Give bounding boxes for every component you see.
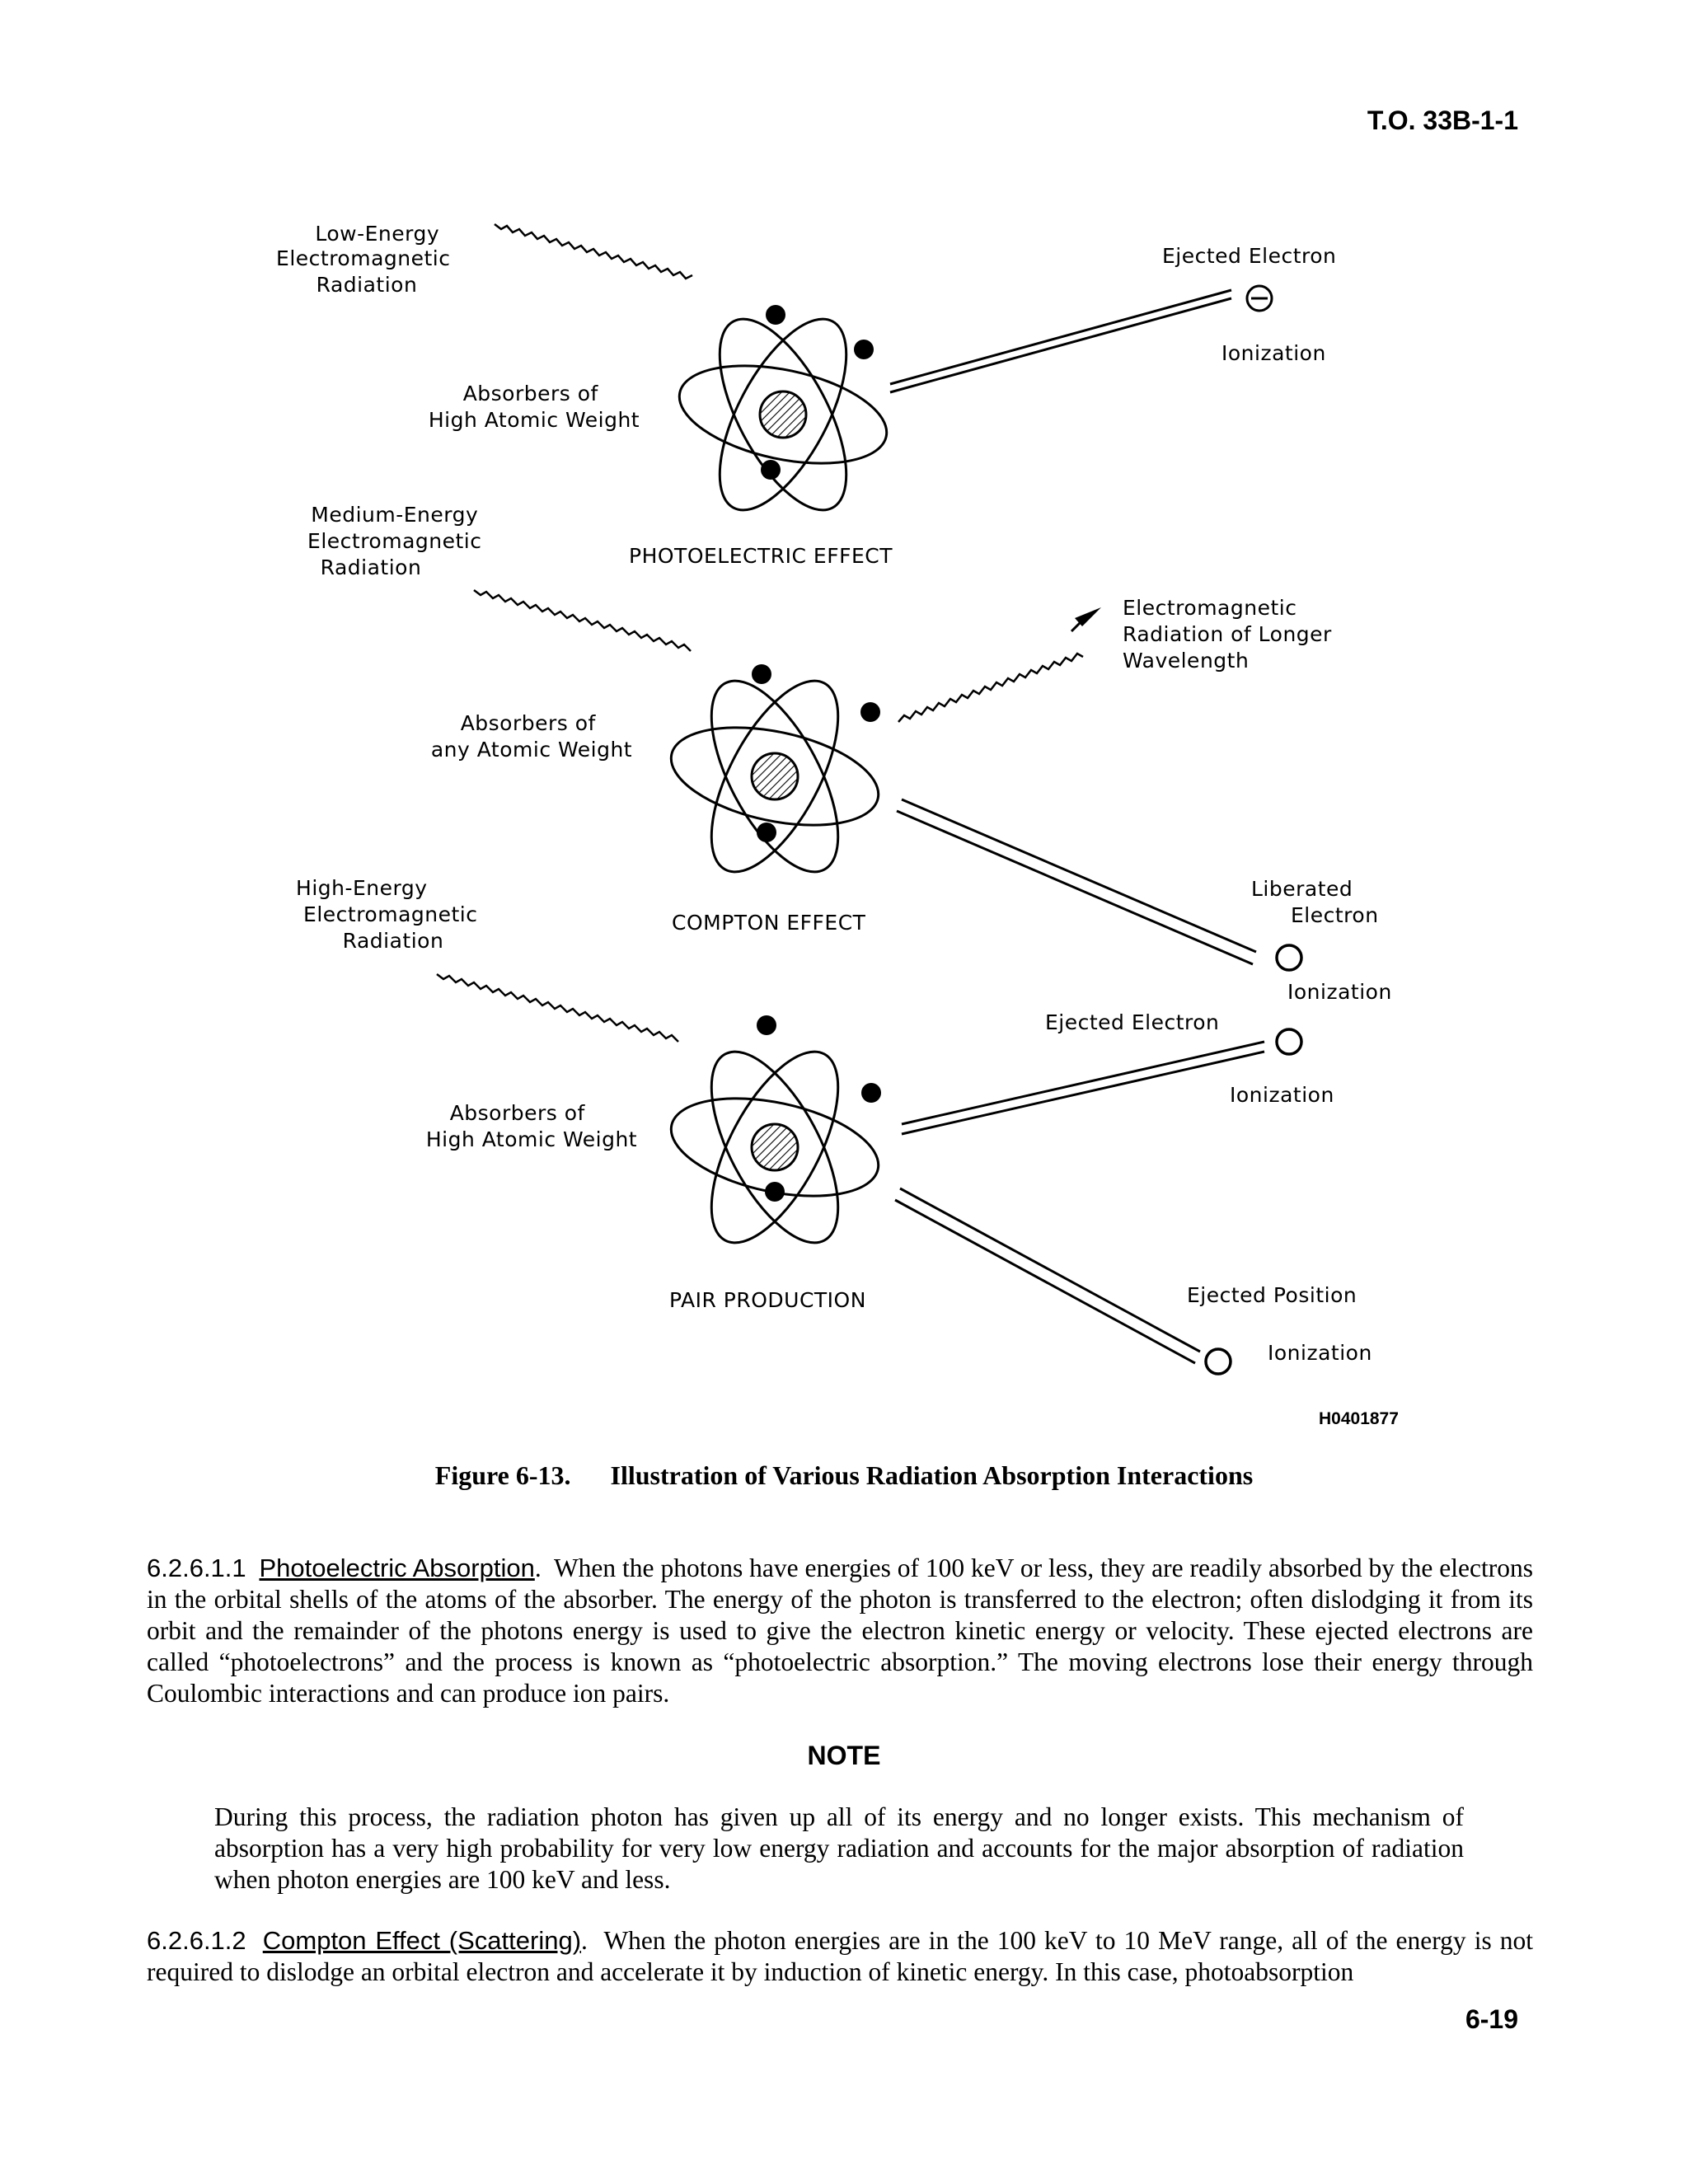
note-text: During this process, the radiation photo…: [214, 1802, 1464, 1894]
ionization-label: Ionization: [1268, 1341, 1372, 1365]
arrow-head: [1075, 607, 1101, 626]
figure-caption: Figure 6-13. Illustration of Various Rad…: [0, 1460, 1688, 1491]
electron-track: [889, 288, 1232, 386]
radiation-absorption-figure: Low-Energy Electromagnetic Radiation Abs…: [276, 222, 1399, 1428]
page-number: 6-19: [1465, 2004, 1518, 2034]
electron-track: [889, 297, 1232, 394]
high-energy-radiation-label: High-Energy Electromagnetic Radiation: [296, 876, 485, 953]
ejected-electron-track: [901, 1050, 1265, 1136]
liberated-electron-track: [896, 809, 1254, 966]
absorbers-high-atomic-weight-label-2: Absorbers of High Atomic Weight: [426, 1101, 637, 1151]
ionization-label: Ionization: [1230, 1083, 1334, 1107]
paragraph-photoelectric-absorption: 6.2.6.1.1 Photoelectric Absorption. When…: [147, 1554, 1534, 1708]
paragraph-number: 6.2.6.1.1: [147, 1554, 246, 1582]
ionization-label: Ionization: [1287, 980, 1392, 1004]
ejected-electron-label: Ejected Electron: [1162, 244, 1336, 268]
paragraph-number: 6.2.6.1.2: [147, 1926, 246, 1955]
electron-dot: [761, 460, 781, 480]
photon-wave-high: [436, 973, 679, 1043]
electron-dot: [860, 702, 880, 722]
paragraph-text: When the photons have energies of 100 ke…: [147, 1554, 1534, 1708]
atom-photoelectric: [669, 299, 897, 530]
liberated-electron-label: Liberated Electron: [1251, 877, 1379, 927]
electron-dot: [757, 1015, 776, 1035]
atom-pair-production: [661, 1032, 889, 1263]
figure-title: Illustration of Various Radiation Absorp…: [610, 1460, 1254, 1490]
document-id: T.O. 33B-1-1: [1367, 105, 1518, 135]
photoelectric-effect-title: PHOTOELECTRIC EFFECT: [629, 544, 893, 568]
pair-production-section: High-Energy Electromagnetic Radiation Ab…: [296, 876, 1372, 1376]
compton-effect-title: COMPTON EFFECT: [672, 911, 866, 935]
medium-energy-radiation-label: Medium-Energy Electromagnetic Radiation: [307, 503, 489, 579]
positron-track: [899, 1187, 1201, 1353]
arrow-tail: [1070, 621, 1081, 633]
positron-icon: [1204, 1347, 1232, 1376]
ejected-electron-icon: [1275, 1028, 1303, 1056]
negative-electron-icon: [1245, 284, 1273, 312]
note-heading: NOTE: [807, 1741, 881, 1770]
ejected-electron-label: Ejected Electron: [1045, 1010, 1219, 1034]
electron-dot: [766, 305, 785, 325]
liberated-electron-icon: [1275, 944, 1303, 972]
paragraph-title: Photoelectric Absorption: [259, 1554, 535, 1582]
longer-wavelength-radiation-label: Electromagnetic Radiation of Longer Wave…: [1123, 596, 1339, 673]
compton-section: Medium-Energy Electromagnetic Radiation …: [307, 503, 1392, 1004]
photon-wave-low: [494, 223, 693, 280]
electron-dot: [752, 664, 771, 684]
liberated-electron-track: [901, 798, 1257, 954]
ejected-position-label: Ejected Position: [1187, 1283, 1357, 1307]
absorbers-high-atomic-weight-label-1: Absorbers of High Atomic Weight: [429, 382, 640, 432]
pair-production-title: PAIR PRODUCTION: [669, 1288, 866, 1312]
scattered-photon-wave: [898, 652, 1084, 723]
paragraph-text: When the photon energies are in the 100 …: [147, 1926, 1534, 1986]
electron-dot: [861, 1083, 881, 1103]
figure-number: Figure 6-13.: [434, 1460, 571, 1490]
atom-compton: [661, 661, 889, 892]
positron-track: [894, 1198, 1196, 1365]
low-energy-radiation-label: Low-Energy Electromagnetic Radiation: [276, 222, 457, 297]
absorbers-any-atomic-weight-label: Absorbers of any Atomic Weight: [431, 711, 632, 762]
ejected-electron-track: [901, 1040, 1265, 1126]
ionization-label: Ionization: [1221, 341, 1326, 365]
photoelectric-section: Low-Energy Electromagnetic Radiation Abs…: [276, 222, 1336, 568]
electron-dot: [854, 340, 874, 359]
electron-dot: [765, 1182, 785, 1202]
figure-code: H0401877: [1319, 1409, 1399, 1428]
photon-wave-medium: [473, 589, 692, 652]
paragraph-title: Compton Effect (Scattering): [262, 1926, 582, 1955]
paragraph-compton-effect: 6.2.6.1.2 Compton Effect (Scattering). W…: [147, 1926, 1534, 1986]
electron-dot: [757, 823, 776, 842]
